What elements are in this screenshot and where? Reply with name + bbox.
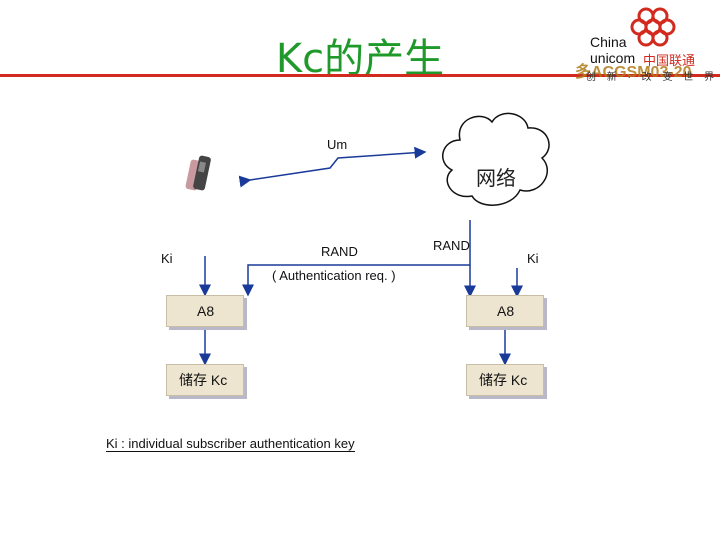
title-divider (0, 74, 720, 77)
rand-right-label: RAND (433, 238, 470, 253)
logo-en-line2: unicom (590, 50, 636, 66)
cloud-icon (442, 112, 550, 206)
logo-slogan: 创 新 · 改 变 世 界 (586, 72, 718, 83)
um-radio-link (238, 146, 427, 188)
auth-req-label: ( Authentication req. ) (272, 268, 396, 283)
logo-cn-name: 中国联通 (643, 53, 696, 68)
logo-en-line1: China (590, 34, 627, 50)
mobile-phone-icon (185, 155, 211, 191)
ki-footnote: Ki : individual subscriber authenticatio… (106, 436, 355, 452)
a8-left-label: A8 (197, 303, 215, 319)
rand-arrow (242, 220, 471, 297)
kc-left-label: 储存 Kc (179, 372, 228, 388)
a8-right-box: A8 (466, 295, 544, 327)
kc-left-box: 储存 Kc (166, 364, 244, 396)
a8-left-box: A8 (166, 295, 244, 327)
china-unicom-knot-icon (630, 7, 676, 47)
kc-right-box: 储存 Kc (466, 364, 544, 396)
a8-right-label: A8 (497, 303, 515, 319)
logo-text: China unicom (590, 34, 635, 66)
um-label: Um (327, 137, 348, 152)
ki-right-label: Ki (527, 251, 539, 266)
watermark-text: 多ACGSM03-20 (575, 64, 692, 81)
kc-right-label: 储存 Kc (479, 372, 528, 388)
network-label: 网络 (476, 166, 516, 190)
ki-left-label: Ki (161, 251, 173, 266)
rand-left-label: RAND (321, 244, 358, 259)
